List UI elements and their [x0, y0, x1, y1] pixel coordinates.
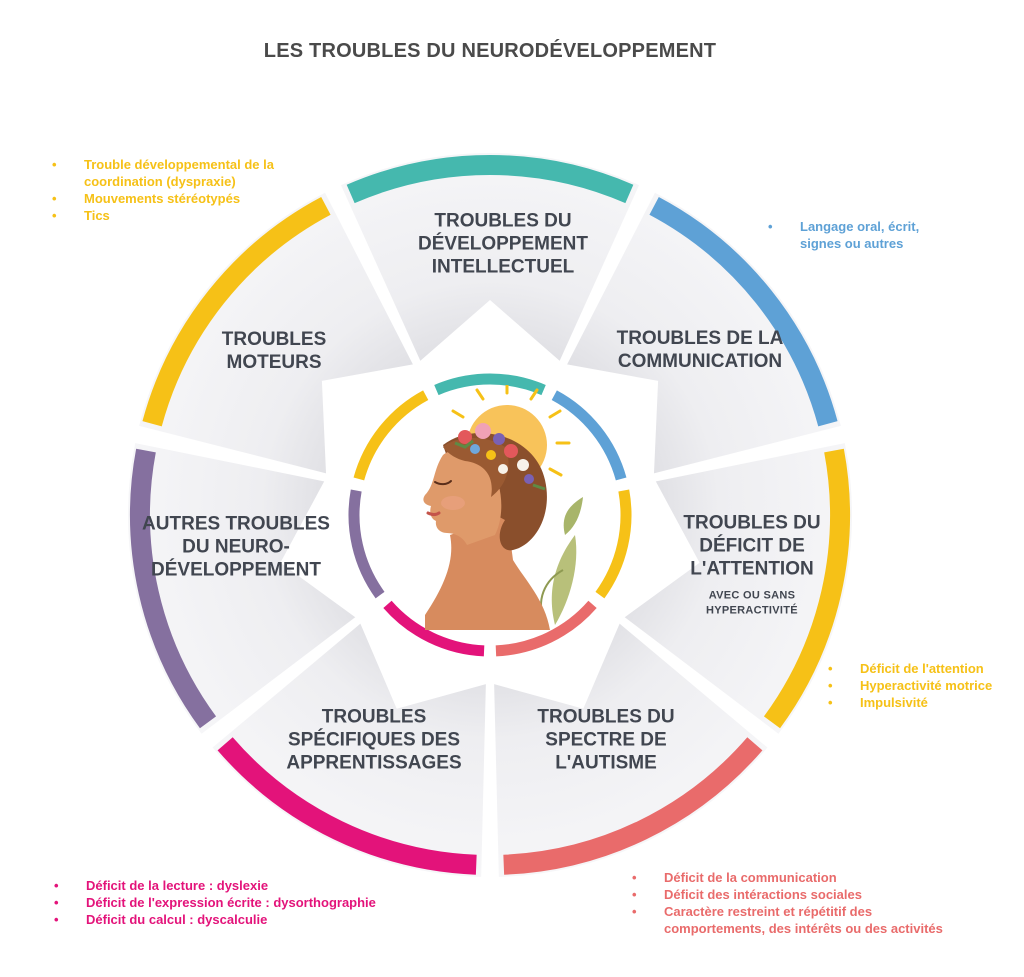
outer-arc-intellectuel: [346, 155, 634, 204]
note-item: Tics: [52, 207, 292, 224]
note-item: Caractère restreint et répétitif des com…: [632, 903, 972, 937]
outer-arc-moteurs: [142, 197, 331, 427]
inner-arc-moteurs: [353, 390, 429, 481]
note-item: Impulsivité: [828, 694, 1018, 711]
woman-profile-with-flower-crown-icon: [423, 385, 583, 630]
inner-arc-intellectuel: [434, 373, 546, 396]
note-item: Déficit de la communication: [632, 869, 972, 886]
notes-attention: Déficit de l'attention Hyperactivité mot…: [828, 660, 1018, 711]
segment-sublabel-attention: AVEC OU SANS HYPERACTIVITÉ: [706, 589, 798, 617]
note-item: Déficit du calcul : dyscalculie: [54, 911, 394, 928]
inner-arc-communication: [551, 390, 627, 481]
note-item: Mouvements stéréotypés: [52, 190, 292, 207]
segment-autres: [128, 443, 359, 734]
notes-communication: Langage oral, écrit, signes ou autres: [768, 218, 928, 252]
note-item: Langage oral, écrit, signes ou autres: [768, 218, 928, 252]
inner-arc-attention: [595, 489, 632, 599]
inner-arc-autisme: [495, 600, 597, 657]
notes-moteurs: Trouble développemental de la coordinati…: [52, 156, 292, 224]
outer-arc-apprentissages: [217, 737, 477, 875]
note-item: Déficit de l'attention: [828, 660, 1018, 677]
inner-arc-apprentissages: [383, 600, 485, 657]
segment-attention: [621, 443, 852, 734]
note-item: Déficit de la lecture : dyslexie: [54, 877, 394, 894]
note-item: Trouble développemental de la coordinati…: [52, 156, 292, 190]
note-item: Déficit des intéractions sociales: [632, 886, 972, 903]
outer-arc-autisme: [503, 737, 763, 875]
note-item: Déficit de l'expression écrite : dysorth…: [54, 894, 394, 911]
outer-arc-attention: [763, 448, 850, 729]
notes-autisme: Déficit de la communication Déficit des …: [632, 869, 972, 937]
inner-arc-autres: [348, 489, 385, 599]
outer-arc-communication: [649, 197, 838, 427]
notes-apprentissages: Déficit de la lecture : dyslexie Déficit…: [54, 877, 394, 928]
outer-arc-autres: [130, 448, 217, 729]
note-item: Hyperactivité motrice: [828, 677, 1018, 694]
segment-intellectuel: [340, 153, 640, 365]
page-title: LES TROUBLES DU NEURODÉVELOPPEMENT: [263, 40, 717, 62]
